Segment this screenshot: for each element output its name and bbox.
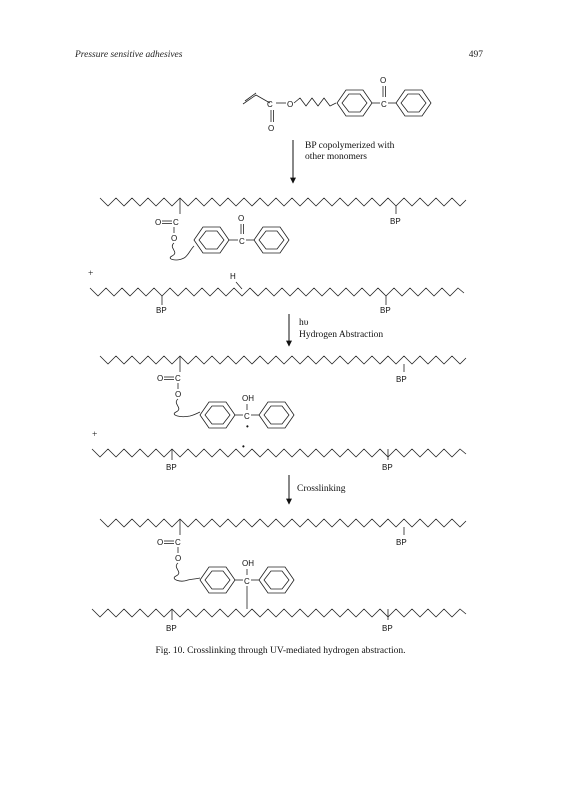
ester-oxygen-label: O: [287, 100, 293, 109]
crosslinked-product: O C O C OH BP BP BP: [91, 518, 467, 633]
ketone-oxygen-label: O: [238, 214, 244, 223]
bp-pendant-label: BP: [166, 463, 177, 472]
ketone-carbon-label: C: [239, 237, 245, 246]
running-title: Pressure sensitive adhesives: [75, 50, 183, 60]
plus-sign: +: [88, 269, 93, 279]
bp-pendant-label: BP: [380, 306, 391, 315]
polymer-chain-with-hydrogen: BP H BP: [89, 272, 465, 315]
bp-copolymer-chain: O C O C O BP: [99, 197, 467, 261]
phenyl-ring: [395, 89, 432, 117]
phenyl-ring: [258, 566, 295, 594]
bp-pendant-label: BP: [382, 463, 393, 472]
figure-caption: Fig. 10. Crosslinking through UV-mediate…: [155, 646, 406, 656]
ketone-carbon-label: C: [381, 100, 387, 109]
bp-acrylate-monomer: C O O C O: [242, 76, 432, 133]
bp-pendant-label: BP: [166, 624, 177, 633]
bp-pendant-label: BP: [396, 375, 407, 384]
carbonyl-oxygen-label: O: [268, 124, 274, 133]
abstractable-hydrogen-label: H: [230, 272, 236, 281]
radical-dot: •: [246, 422, 249, 431]
ester-oxygen-label: O: [171, 234, 177, 243]
step1-label-line2: other monomers: [305, 152, 367, 162]
page-number: 497: [468, 50, 483, 60]
plus-sign: +: [92, 430, 97, 440]
bp-pendant-label: BP: [156, 306, 167, 315]
crosslink-carbon-label: C: [244, 577, 250, 586]
light-symbol: hυ: [299, 318, 309, 328]
hydroxyl-label: OH: [242, 394, 254, 403]
ester-oxygen-label: O: [175, 554, 181, 563]
ester-oxygen-label: O: [157, 538, 163, 547]
alkyl-radical-chain: BP • BP: [91, 442, 467, 472]
ketyl-carbon-label: C: [244, 412, 250, 421]
ketyl-radical-chain: O C O C OH • BP: [99, 355, 467, 431]
radical-dot: •: [242, 442, 245, 451]
bp-pendant-label: BP: [390, 217, 401, 226]
ester-oxygen-label: O: [175, 390, 181, 399]
carbonyl-carbon-label: C: [175, 374, 181, 383]
carbonyl-carbon-label: C: [267, 100, 273, 109]
hydroxyl-label: OH: [242, 559, 254, 568]
ester-oxygen-label: O: [155, 218, 161, 227]
bp-pendant-label: BP: [382, 624, 393, 633]
ester-oxygen-label: O: [157, 374, 163, 383]
bp-pendant-label: BP: [396, 538, 407, 547]
carbonyl-carbon-label: C: [173, 218, 179, 227]
step3-label: Crosslinking: [297, 484, 346, 494]
ketone-oxygen-label: O: [380, 76, 386, 85]
step1-label-line1: BP copolymerized with: [305, 141, 395, 151]
carbonyl-carbon-label: C: [175, 538, 181, 547]
step2-label: Hydrogen Abstraction: [299, 330, 383, 340]
phenyl-ring: [253, 226, 290, 254]
phenyl-ring: [258, 401, 295, 429]
